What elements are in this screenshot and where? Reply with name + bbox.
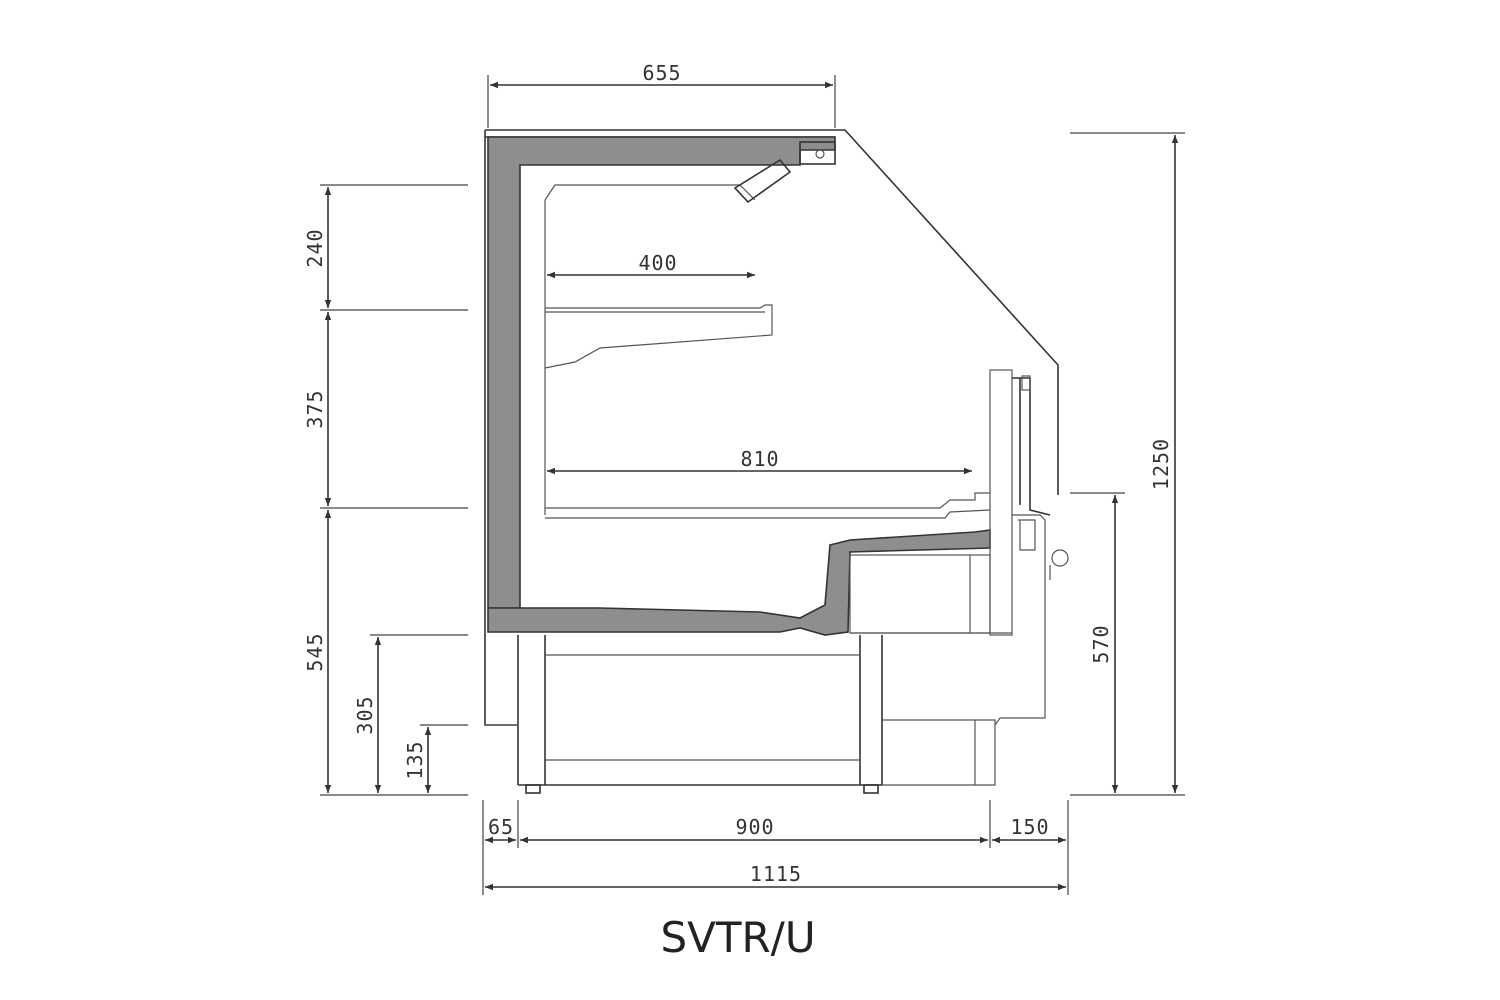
dim-label-305: 305 (353, 695, 377, 734)
insulation-top (487, 136, 836, 609)
back-wall (544, 184, 756, 515)
dim-label-65: 65 (488, 815, 514, 839)
dim-top-width: 655 (487, 61, 836, 128)
dim-label-375: 375 (303, 389, 327, 428)
dim-left: 240 375 545 305 135 (303, 184, 468, 796)
dim-label-570: 570 (1089, 624, 1113, 663)
dim-top-shelf: 400 (547, 251, 755, 279)
dim-label-900: 900 (735, 815, 774, 839)
lamp-fixture (733, 141, 836, 204)
cabinet-outline (484, 129, 1059, 726)
upper-shelf (544, 304, 773, 369)
dim-label-240: 240 (303, 228, 327, 267)
dim-label-545: 545 (303, 632, 327, 671)
dim-bottom-shelf: 810 (547, 447, 972, 475)
dim-label-150: 150 (1010, 815, 1049, 839)
dim-label-135: 135 (403, 740, 427, 779)
dim-label-655: 655 (642, 61, 681, 85)
dim-right: 1250 570 (1070, 132, 1185, 796)
base-frame (485, 635, 996, 794)
model-title: SVTR/U (660, 913, 815, 962)
front-glass-frame (989, 369, 1069, 726)
dim-bottom: 65 900 150 1115 (482, 800, 1069, 895)
insulation-floor (487, 529, 991, 636)
display-deck (545, 492, 991, 519)
dim-label-1250: 1250 (1149, 438, 1173, 490)
machine-compartment (849, 554, 1012, 634)
dim-label-810: 810 (740, 447, 779, 471)
dim-label-1115: 1115 (750, 862, 802, 886)
dim-label-400: 400 (638, 251, 677, 275)
